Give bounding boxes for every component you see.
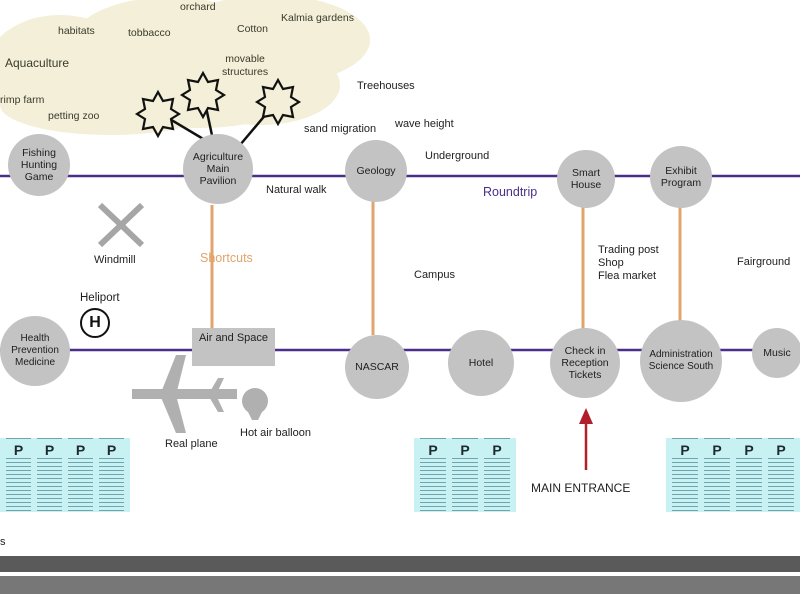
- farm-label-shrimp-farm: rimp farm: [0, 94, 45, 106]
- farm-area: [0, 0, 370, 135]
- roundtrip-label: Roundtrip: [483, 185, 538, 199]
- parking-space: P: [420, 438, 446, 512]
- label-real-plane: Real plane: [165, 438, 218, 450]
- parking-space: P: [68, 438, 93, 512]
- farm-label-kalmia: Kalmia gardens: [281, 12, 354, 24]
- airplane-icon: [132, 355, 237, 433]
- balloon-icon: [242, 388, 268, 420]
- node-administration-science-south[interactable]: Administration Science South: [640, 320, 722, 402]
- x-cross-icon: [97, 202, 145, 248]
- parking-lot-right: P P P P: [666, 438, 800, 512]
- label-wave-height: wave height: [395, 118, 454, 130]
- node-smart-house[interactable]: Smart House: [557, 150, 615, 208]
- parking-space: P: [704, 438, 730, 512]
- shortcuts-label: Shortcuts: [200, 251, 253, 265]
- node-music[interactable]: Music: [752, 328, 800, 378]
- road: [0, 556, 800, 594]
- parking-space: P: [484, 438, 510, 512]
- label-heliport: Heliport: [80, 292, 120, 304]
- parking-space: P: [736, 438, 762, 512]
- label-trading-post: Trading post Shop Flea market: [598, 244, 659, 282]
- node-health-prevention-medicine[interactable]: Health Prevention Medicine: [0, 316, 70, 386]
- shortcut-lines: [210, 200, 682, 335]
- label-natural-walk: Natural walk: [266, 184, 327, 196]
- farm-label-habitats: habitats: [58, 25, 95, 37]
- parking-space: P: [768, 438, 794, 512]
- parking-space: P: [37, 438, 62, 512]
- node-nascar[interactable]: NASCAR: [345, 335, 409, 399]
- farm-label-petting-zoo: petting zoo: [48, 110, 100, 122]
- parking-space: P: [672, 438, 698, 512]
- star-badge-icon: [134, 70, 302, 139]
- farm-label-orchard: orchard: [180, 1, 216, 13]
- label-fairground: Fairground: [737, 256, 791, 268]
- node-checkin-reception-tickets[interactable]: Check in Reception Tickets: [550, 328, 620, 398]
- farm-label-cotton: Cotton: [237, 23, 268, 35]
- node-exhibit-program[interactable]: Exhibit Program: [650, 146, 712, 208]
- label-sand-migration: sand migration: [304, 123, 377, 135]
- label-windmill: Windmill: [94, 254, 136, 266]
- node-geology[interactable]: Geology: [345, 140, 407, 202]
- arrow-up-icon: [579, 408, 593, 470]
- parking-space: P: [6, 438, 31, 512]
- parking-lot-left: P P P P: [0, 438, 130, 512]
- node-fishing-hunting-game[interactable]: Fishing Hunting Game: [8, 134, 70, 196]
- label-treehouses: Treehouses: [357, 80, 415, 92]
- label-road-fragment: s: [0, 536, 6, 548]
- node-hotel[interactable]: Hotel: [448, 330, 514, 396]
- parking-lot-center: P P P: [414, 438, 516, 512]
- farm-label-tobbacco: tobbacco: [128, 27, 171, 39]
- parking-space: P: [452, 438, 478, 512]
- label-underground: Underground: [425, 150, 490, 162]
- farm-label-aquaculture: Aquaculture: [5, 56, 70, 70]
- label-hot-air-balloon: Hot air balloon: [240, 427, 311, 439]
- label-campus: Campus: [414, 269, 455, 281]
- heliport-icon: H: [80, 308, 110, 338]
- node-air-and-space[interactable]: Air and Space: [192, 328, 275, 366]
- parking-space: P: [99, 438, 124, 512]
- label-main-entrance: MAIN ENTRANCE: [531, 481, 631, 495]
- node-agriculture-main-pavilion[interactable]: Agriculture Main Pavilion: [183, 134, 253, 204]
- farm-label-movable-structures: movable structures: [222, 53, 269, 78]
